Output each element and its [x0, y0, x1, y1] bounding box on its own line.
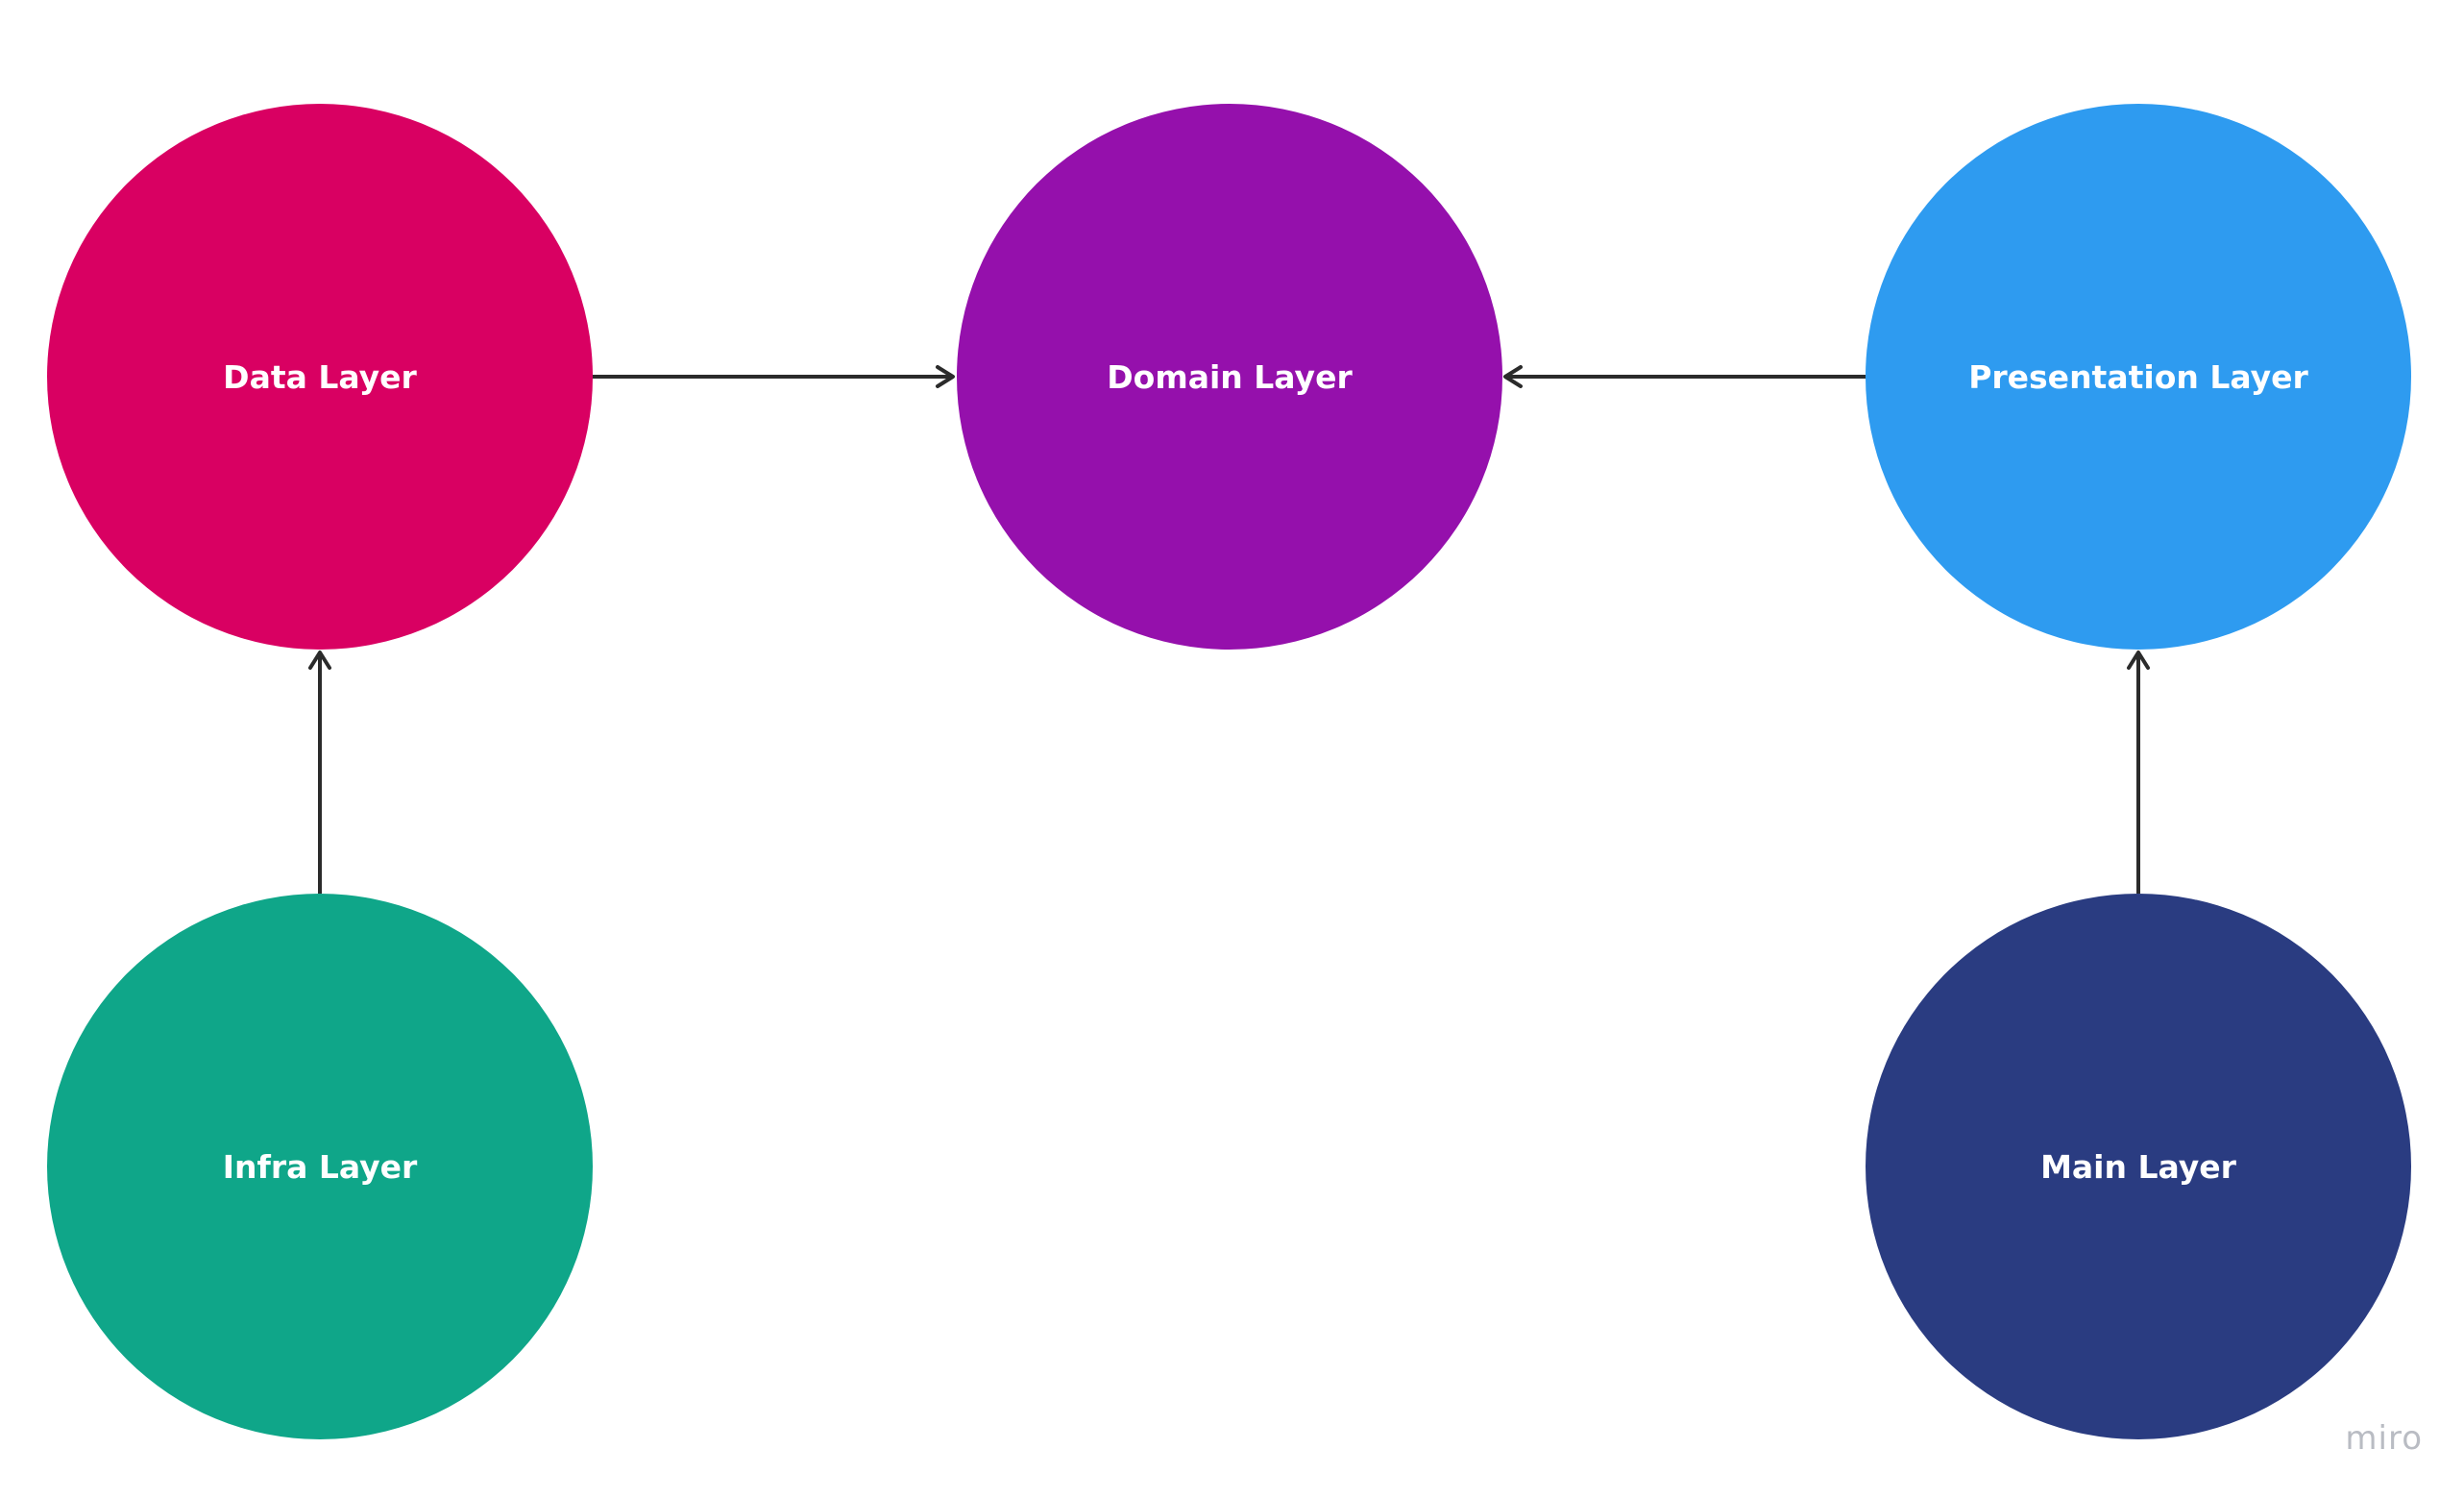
data-layer-circle: [47, 104, 593, 650]
domain-layer-circle: [957, 104, 1502, 650]
presentation-layer-circle: [1866, 104, 2411, 650]
data-layer-label: Data Layer: [223, 358, 417, 396]
miro-watermark: miro: [2345, 1419, 2423, 1458]
node-data-layer[interactable]: Data Layer: [47, 104, 593, 650]
connector-infra-to-data[interactable]: [308, 651, 331, 894]
node-presentation-layer[interactable]: Presentation Layer: [1866, 104, 2411, 650]
main-layer-circle: [1866, 894, 2411, 1439]
infra-layer-label: Infra Layer: [223, 1148, 418, 1186]
main-layer-label: Main Layer: [2040, 1148, 2237, 1186]
domain-layer-label: Domain Layer: [1107, 358, 1353, 396]
node-main-layer[interactable]: Main Layer: [1866, 894, 2411, 1439]
node-infra-layer[interactable]: Infra Layer: [47, 894, 593, 1439]
infra-layer-circle: [47, 894, 593, 1439]
node-domain-layer[interactable]: Domain Layer: [957, 104, 1502, 650]
connector-data-to-domain[interactable]: [591, 365, 955, 388]
connector-main-to-presentation[interactable]: [2127, 651, 2150, 894]
presentation-layer-label: Presentation Layer: [1968, 358, 2308, 396]
connector-presentation-to-domain[interactable]: [1503, 365, 1868, 388]
